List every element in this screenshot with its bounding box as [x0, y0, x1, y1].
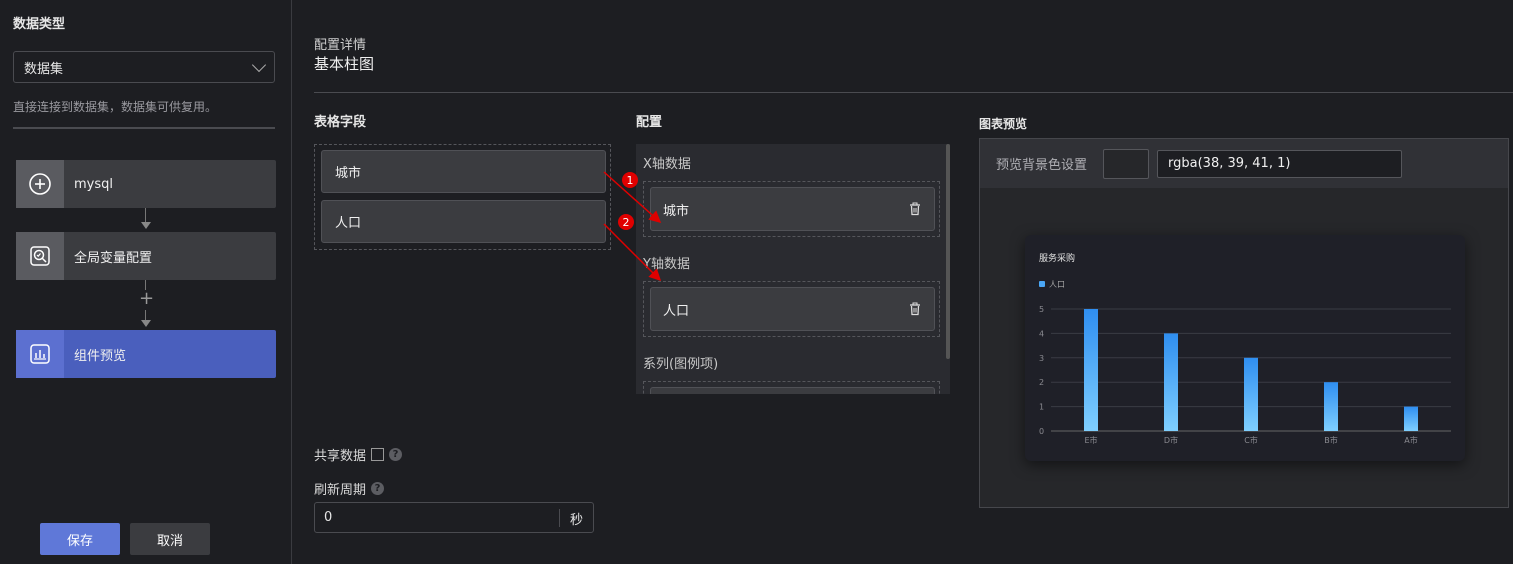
preview-title: 图表预览: [979, 117, 1028, 131]
bar: [1324, 382, 1338, 431]
refresh-period-row: 刷新周期 ?: [314, 479, 385, 498]
y-axis-field-label: 人口: [663, 303, 690, 319]
x-tick-label: E市: [1084, 435, 1097, 445]
flow-arrow: [141, 222, 151, 229]
variable-search-icon: [16, 232, 64, 280]
y-tick-label: 0: [1039, 427, 1044, 436]
x-axis-label: X轴数据: [643, 157, 691, 172]
help-icon[interactable]: ?: [371, 482, 385, 495]
table-fields-list: 城市 人口: [314, 144, 611, 250]
flow-connector: [145, 280, 146, 290]
annotation-badge-1: [622, 172, 638, 188]
share-data-label: 共享数据: [314, 449, 367, 464]
cancel-button[interactable]: 取消: [130, 523, 210, 555]
flow-arrow: [141, 320, 151, 327]
annotation-arrow-2: [603, 223, 662, 282]
plus-circle-icon: [16, 160, 64, 208]
y-tick-label: 3: [1039, 354, 1044, 363]
y-tick-label: 1: [1039, 403, 1044, 412]
x-axis-field-label: 城市: [663, 203, 690, 219]
trash-icon[interactable]: [908, 202, 922, 216]
config-panel: X轴数据 城市 Y轴数据 人口 系列(图例项): [636, 144, 950, 394]
y-axis-field[interactable]: 人口: [650, 287, 935, 331]
save-button[interactable]: 保存: [40, 523, 120, 555]
flow-node-label: 全局变量配置: [74, 250, 153, 266]
legend-swatch: [1039, 281, 1045, 287]
annotation-number-1: 1: [627, 174, 634, 187]
data-type-select-value: 数据集: [24, 61, 64, 77]
bar-chart: 服务采购 人口 0 1 2 3 4 5E市 D市 C市 B市 A市: [1039, 252, 1451, 445]
preview-bg-input[interactable]: rgba(38, 39, 41, 1): [1157, 149, 1403, 178]
flow-node-mysql[interactable]: mysql: [16, 160, 276, 208]
data-type-title: 数据类型: [13, 17, 66, 32]
x-tick-label: B市: [1324, 435, 1338, 445]
x-axis-drop-zone[interactable]: 城市: [643, 181, 940, 237]
bar: [1084, 309, 1098, 431]
color-swatch[interactable]: [1103, 148, 1150, 179]
x-tick-label: D市: [1164, 435, 1178, 445]
help-icon[interactable]: ?: [389, 448, 403, 461]
flow-node-global-variables[interactable]: 全局变量配置: [16, 232, 276, 280]
series-field[interactable]: [650, 387, 935, 394]
chart-title: 服务采购: [1039, 252, 1075, 264]
refresh-period-label: 刷新周期: [314, 483, 367, 498]
divider: [13, 127, 275, 129]
flow-node-label: mysql: [74, 176, 113, 192]
config-scrollbar[interactable]: [946, 144, 950, 359]
y-tick-label: 4: [1039, 329, 1044, 338]
add-node-icon[interactable]: +: [139, 288, 155, 309]
share-data-row: 共享数据 ?: [314, 445, 403, 464]
refresh-period-value: 0: [324, 510, 333, 525]
chart-preview-icon: [16, 330, 64, 378]
flow-node-label: 组件预览: [74, 348, 127, 364]
refresh-period-input[interactable]: 0 秒: [314, 502, 594, 533]
series-label: 系列(图例项): [643, 357, 719, 372]
y-axis-label: Y轴数据: [643, 257, 690, 272]
annotation-arrow-1: [603, 171, 662, 223]
annotation-badge-2: [618, 214, 634, 230]
data-type-hint: 直接连接到数据集，数据集可供复用。: [13, 100, 218, 114]
y-tick-label: 2: [1039, 378, 1044, 387]
data-type-select[interactable]: 数据集: [13, 51, 275, 83]
x-tick-label: A市: [1404, 435, 1417, 445]
x-tick-label: C市: [1244, 435, 1258, 445]
divider: [314, 92, 1513, 93]
refresh-period-unit: 秒: [559, 509, 593, 528]
series-drop-zone[interactable]: [643, 381, 940, 394]
flow-connector: [145, 208, 146, 222]
flow-node-component-preview[interactable]: 组件预览: [16, 330, 276, 378]
bar: [1244, 357, 1258, 431]
y-tick-label: 5: [1039, 305, 1044, 314]
chart-preview-panel: 预览背景色设置 rgba(38, 39, 41, 1) 服务采购 人口 0 1 2 3…: [979, 138, 1509, 508]
field-item-city[interactable]: 城市: [321, 150, 606, 193]
x-axis-field[interactable]: 城市: [650, 187, 935, 231]
share-data-checkbox[interactable]: [371, 448, 385, 461]
bar: [1404, 406, 1418, 431]
preview-bg-label: 预览背景色设置: [996, 158, 1088, 173]
preview-bg-settings: 预览背景色设置 rgba(38, 39, 41, 1): [980, 139, 1508, 188]
y-axis-drop-zone[interactable]: 人口: [643, 281, 940, 337]
config-column-title: 配置: [636, 115, 663, 130]
bar: [1164, 333, 1178, 431]
annotation-number-2: 2: [623, 216, 630, 229]
sidebar: 数据类型 数据集 直接连接到数据集，数据集可供复用。 mysql 全局变量配置 …: [0, 0, 292, 564]
trash-icon[interactable]: [908, 302, 922, 316]
field-item-population[interactable]: 人口: [321, 200, 606, 243]
config-title: 基本柱图: [314, 55, 375, 73]
flow-connector: [145, 310, 146, 320]
legend-label: 人口: [1049, 280, 1065, 289]
config-subtitle: 配置详情: [314, 38, 367, 53]
fields-title: 表格字段: [314, 115, 367, 130]
